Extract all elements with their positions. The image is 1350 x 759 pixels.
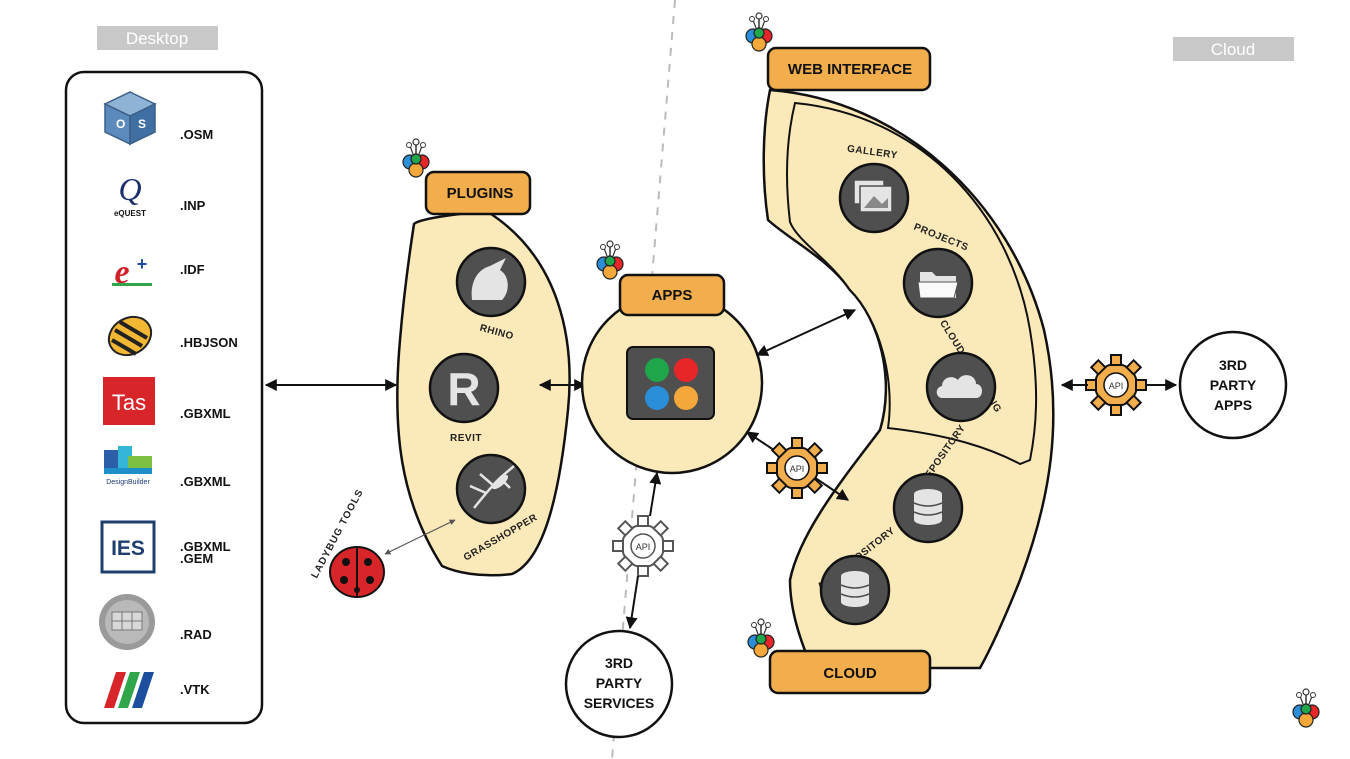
file-formats-panel [64, 70, 264, 725]
third-party-apps-node: 3RD PARTY APPS [1178, 330, 1288, 440]
energyplus-icon: e + [112, 254, 152, 291]
svg-text:SERVICES: SERVICES [584, 695, 655, 711]
revit-label: REVIT [450, 433, 482, 444]
format-hbjson: .HBJSON [180, 335, 238, 350]
desktop-region-label: Desktop [97, 26, 218, 50]
api-third-party-services-arrow [625, 575, 639, 630]
svg-text:CLOUD: CLOUD [823, 665, 876, 682]
svg-text:Tas: Tas [112, 390, 146, 415]
svg-text:3RD: 3RD [605, 655, 633, 671]
honeybee-icon [107, 315, 153, 357]
format-gbxml-tas: .GBXML [180, 406, 231, 421]
projects-folder-icon [902, 247, 974, 319]
web-interface-tab: WEB INTERFACE [766, 46, 932, 92]
svg-text:PARTY: PARTY [596, 675, 643, 691]
format-vtk: .VTK [180, 682, 210, 697]
designbuilder-icon: DesignBuilder [104, 446, 152, 486]
svg-text:IES: IES [111, 537, 145, 560]
plugins-tab: PLUGINS [424, 170, 532, 216]
svg-text:WEB INTERFACE: WEB INTERFACE [788, 61, 912, 78]
svg-text:API: API [1109, 381, 1124, 391]
svg-text:Cloud: Cloud [1211, 40, 1255, 59]
app-repository-icon [819, 554, 891, 626]
svg-text:O: O [116, 117, 125, 131]
svg-text:S: S [138, 117, 146, 131]
svg-text:eQUEST: eQUEST [114, 209, 146, 218]
third-party-services-node: 3RD PARTY SERVICES [564, 629, 674, 739]
equest-icon: Q eQUEST [114, 171, 146, 218]
svg-text:APPS: APPS [652, 287, 693, 304]
api-gear-icon: API [1085, 354, 1147, 416]
svg-text:Desktop: Desktop [126, 29, 188, 48]
openstudio-icon: O S [103, 91, 157, 146]
format-idf: .IDF [180, 262, 205, 277]
svg-text:PARTY: PARTY [1210, 377, 1257, 393]
pollination-logo-icon [745, 12, 773, 52]
format-gbxml-gem-ies: .GBXML.GEM [180, 539, 231, 566]
apps-tab: APPS [618, 273, 726, 317]
grasshopper-ladybug-arrow [384, 519, 456, 555]
apps-api-arrow [649, 471, 662, 517]
svg-text:DesignBuilder: DesignBuilder [106, 479, 150, 486]
revit-icon: R [428, 352, 500, 424]
svg-text:PLUGINS: PLUGINS [447, 185, 514, 202]
ies-icon: IES [100, 520, 156, 574]
pollination-logo-icon [596, 240, 624, 280]
tas-icon: Tas [103, 377, 155, 425]
cloud-tab: CLOUD [768, 649, 932, 695]
paraview-icon [104, 672, 154, 708]
apps-grid-icon [626, 346, 715, 420]
recipe-repository-icon [892, 472, 964, 544]
ladybug-icon [329, 546, 385, 598]
cloud-computing-icon [925, 351, 997, 423]
svg-text:R: R [447, 363, 480, 415]
svg-text:API: API [790, 464, 805, 474]
format-gbxml-designbuilder: .GBXML [180, 474, 231, 489]
format-inp: .INP [180, 198, 206, 213]
apps-web-arrow [755, 309, 857, 356]
pollination-logo-icon [402, 138, 430, 178]
pollination-logo-icon [747, 618, 775, 658]
cloud-region-label: Cloud [1173, 37, 1294, 61]
grasshopper-icon [455, 453, 527, 525]
format-rad: .RAD [180, 627, 212, 642]
pollination-corner-logo-icon [1292, 688, 1320, 728]
svg-text:API: API [636, 542, 651, 552]
svg-text:Q: Q [118, 171, 141, 207]
svg-text:e: e [114, 254, 129, 291]
svg-text:APPS: APPS [1214, 397, 1252, 413]
api-gear-icon: API [612, 515, 674, 577]
api-gear-icon: API [766, 437, 828, 499]
svg-text:3RD: 3RD [1219, 357, 1247, 373]
format-osm: .OSM [180, 127, 213, 142]
radiance-icon [99, 594, 155, 650]
svg-text:+: + [137, 254, 148, 274]
gallery-icon [838, 162, 910, 234]
rhino-icon [455, 246, 527, 318]
